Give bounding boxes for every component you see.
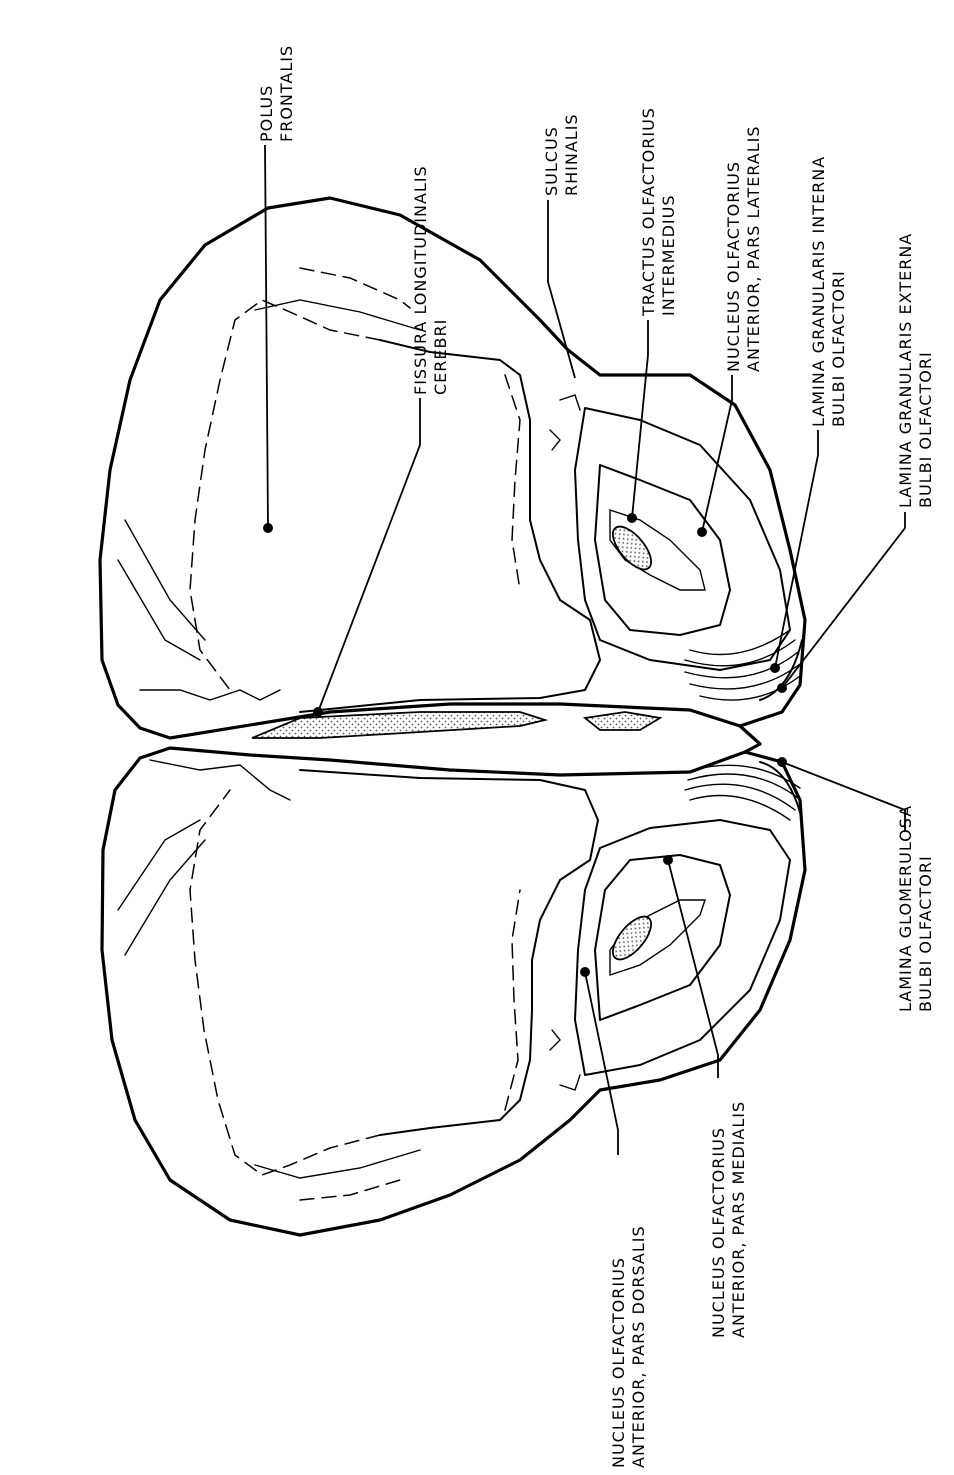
label-fissura-line1: FISSURA LONGITUDINALIS — [411, 165, 430, 395]
lower-frontal-line — [255, 1150, 420, 1178]
dot-lamina-externa — [777, 683, 787, 693]
label-nucleus-medialis-line1: NUCLEUS OLFACTORIUS — [709, 1127, 728, 1338]
dot-polus — [263, 523, 273, 533]
label-polus-line1: POLUS — [257, 85, 276, 142]
upper-sulcus-mark — [560, 395, 580, 410]
lower-hemisphere-outline — [102, 748, 805, 1235]
lower-sulcus-mark-2 — [550, 1030, 560, 1050]
upper-hemisphere-outline — [100, 198, 805, 738]
label-tractus-line2: INTERMEDIUS — [659, 194, 678, 316]
label-nucleus-dorsalis-line2: ANTERIOR, PARS DORSALIS — [629, 1225, 648, 1468]
label-nucleus-lateralis-line1: NUCLEUS OLFACTORIUS — [724, 161, 743, 372]
lower-tractus-stipple — [606, 910, 658, 965]
label-nucleus-lateralis-line2: ANTERIOR, PARS LATERALIS — [744, 125, 763, 372]
label-fissura-line2: CEREBRI — [431, 319, 450, 395]
label-polus-line2: FRONTALIS — [277, 45, 296, 142]
labels: FISSURA LONGITUDINALIS CEREBRI POLUS FRO… — [257, 45, 935, 1468]
label-nucleus-dorsalis-line1: NUCLEUS OLFACTORIUS — [609, 1257, 628, 1468]
upper-tractus-stipple — [606, 520, 658, 575]
dot-nucleus-dorsalis — [580, 967, 590, 977]
lower-hemisphere — [102, 748, 805, 1235]
dot-fissura — [313, 707, 323, 717]
upper-inner-dashed — [190, 300, 380, 690]
upper-olfactory-mid — [595, 465, 730, 635]
fissure-stipple-left — [252, 712, 545, 738]
lower-edge-line-1 — [118, 820, 200, 910]
label-sulcus-line1: SULCUS — [542, 126, 561, 196]
label-nucleus-medialis-line2: ANTERIOR, PARS MEDIALIS — [729, 1101, 748, 1338]
leader-nucleus-medialis — [668, 860, 718, 1078]
upper-sulcus-mark-2 — [550, 430, 560, 450]
upper-edge-line-3 — [140, 690, 280, 700]
midline-notch — [740, 726, 760, 752]
fissure-stipple-right — [585, 712, 660, 730]
lower-olfactory-mid — [595, 855, 730, 1020]
upper-frontal-line — [255, 300, 420, 330]
lower-olfactory-outer — [575, 820, 790, 1075]
dot-nucleus-medialis — [663, 855, 673, 865]
lower-inner-dashed — [190, 790, 380, 1175]
leader-fissura — [318, 398, 420, 712]
leader-polus — [265, 145, 268, 528]
label-tractus-line1: TRACTUS OLFACTORIUS — [639, 107, 658, 317]
upper-edge-line-1 — [118, 560, 200, 660]
dot-lamina-interna — [770, 663, 780, 673]
leader-lamina-interna — [775, 430, 818, 668]
upper-inner-cortex — [300, 340, 600, 712]
lower-inner-dashed-2 — [505, 890, 520, 1110]
label-lamina-interna-line1: LAMINA GRANULARIS INTERNA — [809, 156, 828, 427]
dot-lamina-glomerulosa — [777, 757, 787, 767]
label-lamina-interna-line2: BULBI OLFACTORI — [829, 270, 848, 427]
lower-inner-cortex — [300, 770, 598, 1135]
label-sulcus-line2: RHINALIS — [562, 113, 581, 196]
upper-frontal-dashed — [300, 268, 410, 308]
dot-nucleus-lateralis — [697, 527, 707, 537]
lower-sulcus-mark — [560, 1075, 580, 1090]
label-lamina-glomerulosa-line1: LAMINA GLOMERULOSA — [896, 805, 915, 1012]
upper-hemisphere — [100, 198, 805, 738]
label-lamina-externa-line1: LAMINA GRANULARIS EXTERNA — [896, 233, 915, 508]
label-lamina-externa-line2: BULBI OLFACTORI — [916, 351, 935, 508]
upper-inner-dashed-2 — [505, 375, 520, 590]
dot-tractus — [627, 513, 637, 523]
label-lamina-glomerulosa-line2: BULBI OLFACTORI — [916, 855, 935, 1012]
lower-edge-line-3 — [150, 760, 290, 800]
leader-nucleus-dorsalis — [585, 972, 618, 1155]
lower-frontal-dashed — [300, 1180, 400, 1200]
